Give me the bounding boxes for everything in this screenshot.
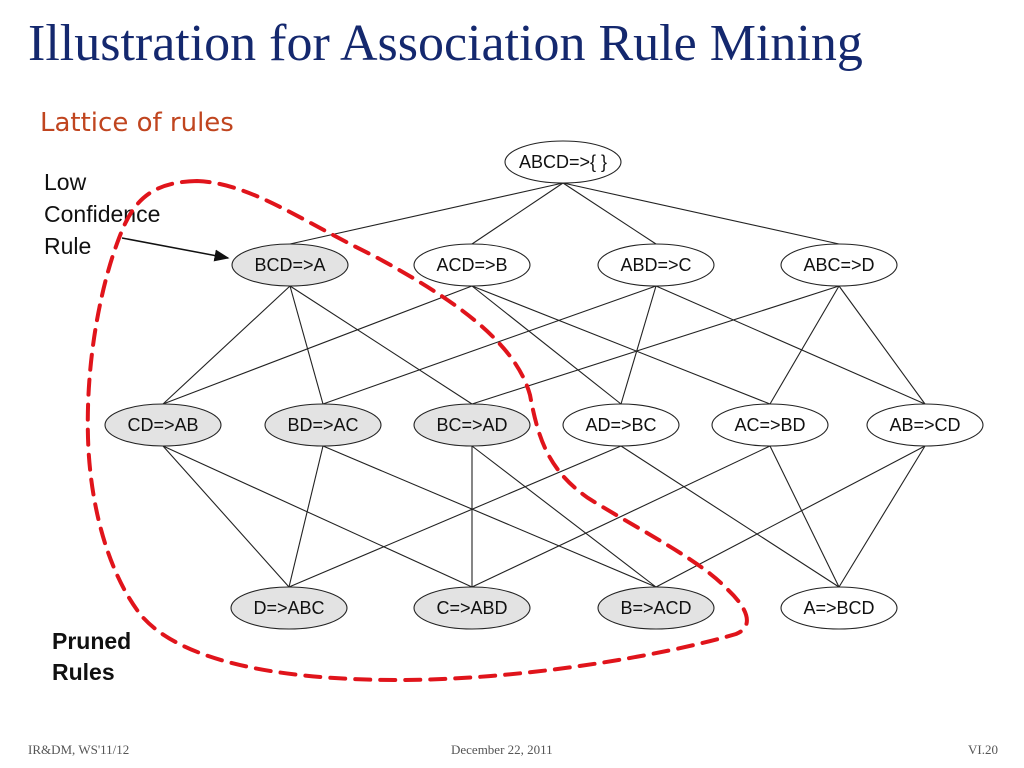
lattice-edge-ad-d bbox=[288, 445, 622, 588]
rule-node-abd: ABD=>C bbox=[597, 243, 715, 287]
footer-course: IR&DM, WS'11/12 bbox=[28, 742, 130, 757]
pruned-rule-ellipse bbox=[597, 586, 715, 630]
diagram-subtitle: Lattice of rules bbox=[40, 108, 234, 138]
rule-node-b: B=>ACD bbox=[597, 586, 715, 630]
rule-label: ABCD=>{ } bbox=[519, 152, 607, 172]
low-confidence-annotation: Low Confidence Rule bbox=[44, 166, 160, 262]
rule-ellipse bbox=[504, 140, 622, 184]
pruned-line-1: Pruned bbox=[52, 628, 132, 654]
lattice-edge-abcd-bcd bbox=[289, 182, 564, 245]
rule-node-a: A=>BCD bbox=[780, 586, 898, 630]
rule-node-cd: CD=>AB bbox=[104, 403, 222, 447]
lattice-edge-bd-d bbox=[288, 445, 324, 588]
rule-node-ab: AB=>CD bbox=[866, 403, 984, 447]
lattice-edge-abd-ab bbox=[655, 285, 926, 405]
lattice-edge-acd-ad bbox=[471, 285, 622, 405]
lattice-edge-abd-bd bbox=[322, 285, 657, 405]
pruned-rule-ellipse bbox=[230, 586, 348, 630]
lattice-edge-bcd-cd bbox=[162, 285, 291, 405]
rule-node-bcd: BCD=>A bbox=[231, 243, 349, 287]
footer-date: December 22, 2011 bbox=[451, 742, 553, 757]
low-confidence-arrow bbox=[121, 237, 230, 262]
rule-ellipse bbox=[597, 243, 715, 287]
lattice-edge-ac-c bbox=[471, 445, 771, 588]
rule-node-acd: ACD=>B bbox=[413, 243, 531, 287]
rule-ellipse bbox=[562, 403, 680, 447]
low-confidence-line-2: Confidence bbox=[44, 201, 161, 227]
rule-label: AD=>BC bbox=[585, 415, 656, 435]
rule-ellipse bbox=[780, 586, 898, 630]
rule-ellipse bbox=[711, 403, 829, 447]
rule-label: B=>ACD bbox=[620, 598, 691, 618]
rule-ellipse bbox=[866, 403, 984, 447]
pruned-rule-ellipse bbox=[413, 403, 531, 447]
lattice-edge-abcd-abd bbox=[562, 182, 657, 245]
lattice-edge-acd-cd bbox=[162, 285, 473, 405]
lattice-edge-ab-a bbox=[838, 445, 926, 588]
pruned-rule-ellipse bbox=[231, 243, 349, 287]
rule-node-abcd: ABCD=>{ } bbox=[504, 140, 622, 184]
lattice-edge-abc-ac bbox=[769, 285, 840, 405]
footer-page-number: VI.20 bbox=[968, 742, 998, 757]
lattice-edge-abcd-acd bbox=[471, 182, 564, 245]
rule-ellipse bbox=[413, 243, 531, 287]
rule-label: A=>BCD bbox=[803, 598, 874, 618]
rule-label: BD=>AC bbox=[287, 415, 358, 435]
pruned-rule-ellipse bbox=[104, 403, 222, 447]
rule-label: D=>ABC bbox=[253, 598, 324, 618]
rule-label: AC=>BD bbox=[734, 415, 805, 435]
pruned-rule-ellipse bbox=[264, 403, 382, 447]
rule-node-ac: AC=>BD bbox=[711, 403, 829, 447]
lattice-edge-bd-b bbox=[322, 445, 657, 588]
lattice-edge-abd-ad bbox=[620, 285, 657, 405]
lattice-edge-abc-bc bbox=[471, 285, 840, 405]
low-confidence-line-3: Rule bbox=[44, 233, 92, 259]
rule-node-bd: BD=>AC bbox=[264, 403, 382, 447]
rule-node-bc: BC=>AD bbox=[413, 403, 531, 447]
lattice-edge-abcd-abc bbox=[562, 182, 840, 245]
lattice-edge-cd-d bbox=[162, 445, 290, 588]
rule-label: ABD=>C bbox=[620, 255, 691, 275]
lattice-edge-ad-a bbox=[620, 445, 840, 588]
pruned-line-2: Rules bbox=[52, 659, 115, 685]
rule-label: BCD=>A bbox=[254, 255, 325, 275]
lattice-edge-acd-ac bbox=[471, 285, 771, 405]
rule-node-d: D=>ABC bbox=[230, 586, 348, 630]
pruned-rule-ellipse bbox=[413, 586, 531, 630]
rule-label: C=>ABD bbox=[436, 598, 507, 618]
lattice-edges bbox=[162, 182, 926, 588]
lattice-edge-bcd-bd bbox=[289, 285, 324, 405]
rule-node-c: C=>ABD bbox=[413, 586, 531, 630]
rule-label: AB=>CD bbox=[889, 415, 960, 435]
lattice-edge-bc-b bbox=[471, 445, 657, 588]
rule-label: ABC=>D bbox=[803, 255, 874, 275]
rule-node-abc: ABC=>D bbox=[780, 243, 898, 287]
rule-label: BC=>AD bbox=[436, 415, 507, 435]
lattice-nodes: ABCD=>{ } BCD=>A ACD=>B ABD=>C ABC=>D CD=>AB B… bbox=[104, 140, 984, 630]
lattice-edge-cd-c bbox=[162, 445, 473, 588]
rule-ellipse bbox=[780, 243, 898, 287]
lattice-edge-ac-a bbox=[769, 445, 840, 588]
pruned-region-boundary bbox=[85, 178, 749, 683]
rule-node-ad: AD=>BC bbox=[562, 403, 680, 447]
lattice-edge-bcd-bc bbox=[289, 285, 473, 405]
slide-title: Illustration for Association Rule Mining bbox=[28, 15, 863, 72]
rule-label: CD=>AB bbox=[127, 415, 198, 435]
lattice-edge-ab-b bbox=[655, 445, 926, 588]
pruned-rules-annotation: Pruned Rules bbox=[52, 626, 131, 688]
low-confidence-line-1: Low bbox=[44, 169, 87, 195]
rule-label: ACD=>B bbox=[436, 255, 507, 275]
lattice-edge-abc-ab bbox=[838, 285, 926, 405]
